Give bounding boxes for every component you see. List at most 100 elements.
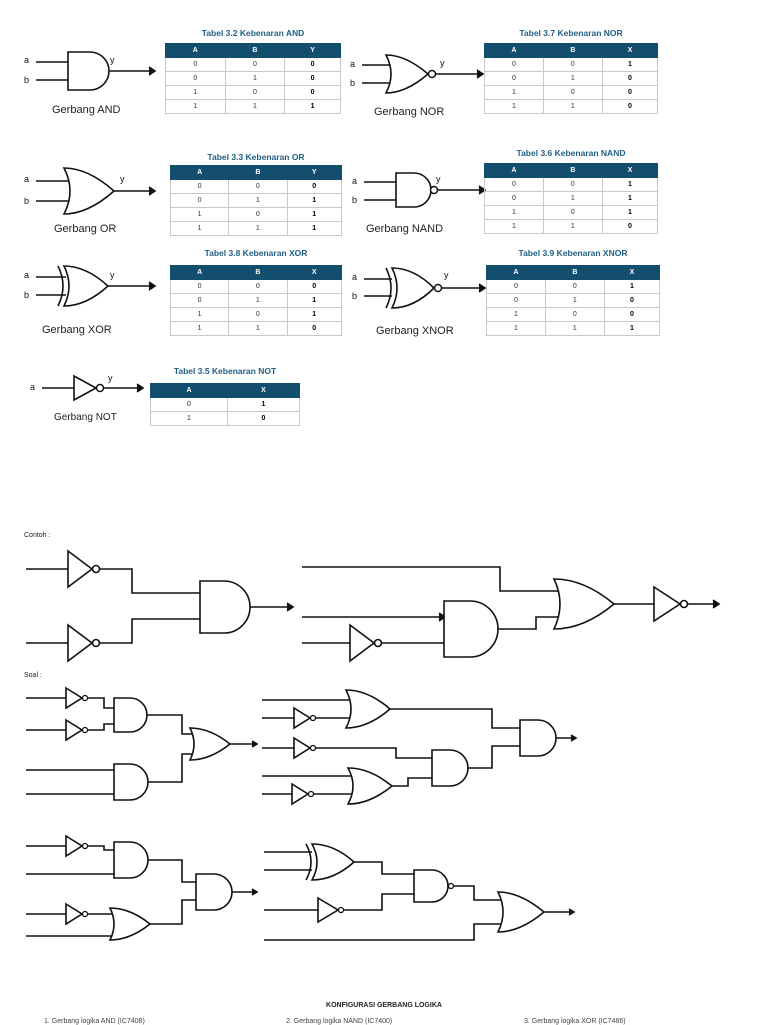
- xnor-gate-symbol: ab y: [352, 267, 487, 309]
- table-header-cell: B: [228, 265, 288, 280]
- table-cell: 1: [484, 99, 544, 114]
- table-cell: 1: [169, 321, 230, 336]
- table-header-cell: A: [484, 43, 544, 58]
- table-cell: 1: [165, 85, 226, 100]
- table-cell: 0: [486, 279, 546, 294]
- table-cell: 0: [226, 411, 301, 426]
- table-cell: 0: [542, 85, 603, 100]
- table-cell: 1: [603, 279, 661, 294]
- table-header-cell: Y: [284, 43, 341, 58]
- xnor-gate-name: Gerbang XNOR: [376, 325, 454, 337]
- table-cell: 0: [542, 177, 603, 192]
- table-header-cell: A: [169, 265, 230, 280]
- table-header-cell: A: [150, 383, 228, 398]
- table-cell: 1: [544, 321, 605, 336]
- table-cell: 1: [169, 207, 230, 222]
- table-cell: 0: [286, 279, 342, 294]
- table-cell: 1: [228, 221, 288, 236]
- table-cell: 0: [286, 321, 342, 336]
- table-cell: 1: [286, 307, 342, 322]
- footer-title: KONFIGURASI GERBANG LOGIKA: [326, 1002, 442, 1009]
- table-cell: 1: [601, 191, 659, 206]
- table-cell: 0: [286, 179, 342, 194]
- table-cell: 0: [544, 307, 605, 322]
- table-cell: 0: [228, 307, 288, 322]
- table-cell: 0: [484, 191, 544, 206]
- table-cell: 0: [169, 179, 230, 194]
- table-cell: 0: [484, 177, 544, 192]
- table-header-cell: Y: [286, 165, 342, 180]
- svg-text:b: b: [350, 78, 355, 88]
- svg-text:a: a: [352, 176, 357, 186]
- nand-gate-symbol: ab y: [352, 172, 487, 208]
- or-gate-symbol: ab y: [24, 167, 157, 215]
- table-cell: 0: [284, 85, 341, 100]
- table-cell: 0: [603, 307, 661, 322]
- xor-gate-symbol: ab y: [24, 265, 157, 307]
- svg-text:a: a: [350, 59, 355, 69]
- nor-gate-name: Gerbang NOR: [374, 106, 445, 118]
- table-cell: 1: [228, 321, 288, 336]
- soal-circuit-1: [26, 686, 259, 801]
- svg-text:y: y: [108, 373, 113, 383]
- table-header-cell: X: [601, 163, 659, 178]
- and-output-y-label: y: [110, 55, 115, 65]
- svg-text:y: y: [110, 270, 115, 280]
- table-cell: 1: [165, 99, 226, 114]
- table-header-cell: B: [228, 165, 288, 180]
- table-cell: 1: [544, 293, 605, 308]
- table-cell: 0: [169, 293, 230, 308]
- table-cell: 1: [601, 177, 659, 192]
- table-cell: 0: [601, 99, 659, 114]
- svg-text:y: y: [440, 58, 445, 68]
- table-cell: 1: [486, 307, 546, 322]
- table-header-cell: B: [542, 43, 603, 58]
- table-cell: 0: [150, 397, 228, 412]
- table-cell: 1: [224, 99, 286, 114]
- svg-text:a: a: [24, 174, 29, 184]
- table-cell: 1: [286, 293, 342, 308]
- contoh-label: Contoh :: [24, 532, 51, 539]
- svg-text:a: a: [352, 272, 357, 282]
- table-cell: 0: [601, 219, 659, 234]
- footer-item-3: 3. Gerbang logika XOR (IC7486): [524, 1018, 626, 1025]
- table-cell: 1: [542, 99, 603, 114]
- table-cell: 1: [484, 219, 544, 234]
- and-gate-name: Gerbang AND: [52, 104, 121, 116]
- table-header-cell: B: [224, 43, 286, 58]
- table-cell: 0: [542, 205, 603, 220]
- table-cell: 0: [169, 279, 230, 294]
- soal-circuit-3: [26, 834, 259, 941]
- svg-text:y: y: [120, 174, 125, 184]
- footer-item-1: 1. Gerbang logika AND (IC7408): [44, 1018, 145, 1025]
- table-cell: 1: [484, 85, 544, 100]
- table-cell: 1: [601, 57, 659, 72]
- table-cell: 0: [165, 71, 226, 86]
- xnor-table-title: Tabel 3.9 Kebenaran XNOR: [518, 248, 628, 258]
- table-header-cell: A: [169, 165, 230, 180]
- table-cell: 1: [169, 221, 230, 236]
- not-gate-symbol: a y: [30, 373, 145, 402]
